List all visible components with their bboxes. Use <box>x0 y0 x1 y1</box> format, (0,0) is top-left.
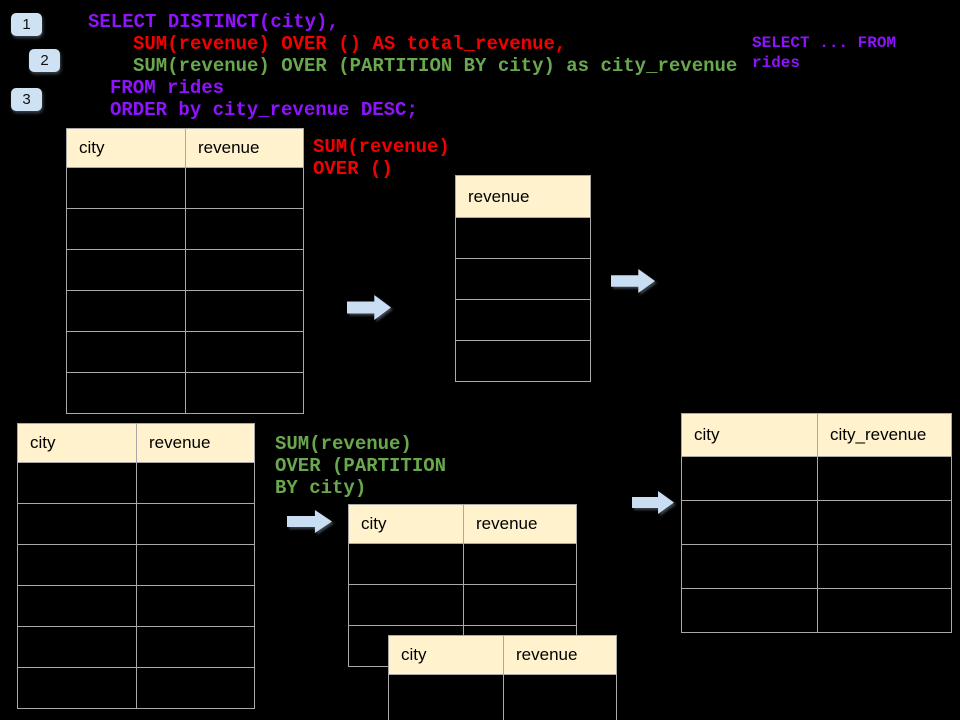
empty-cell <box>136 503 255 545</box>
empty-cell <box>185 249 304 291</box>
empty-cell <box>66 208 186 250</box>
table-row <box>66 167 304 209</box>
arrow-right-icon <box>347 295 391 320</box>
table-total-revenue-result: revenue <box>455 175 591 382</box>
table-row <box>681 500 952 545</box>
empty-cell <box>681 544 818 589</box>
empty-cell <box>185 290 304 332</box>
sql-line-order-by: ORDER by city_revenue DESC; <box>110 99 418 121</box>
table-row <box>17 585 255 627</box>
table-row <box>348 543 577 585</box>
empty-cell <box>463 584 577 626</box>
empty-cell <box>66 372 186 414</box>
step-3-badge: 3 <box>11 88 42 111</box>
arrow-right-icon <box>611 269 655 293</box>
column-header-city: city <box>17 423 137 463</box>
table-row <box>17 462 255 504</box>
table-row <box>66 331 304 373</box>
empty-cell <box>817 544 952 589</box>
sql-line-select: SELECT DISTINCT(city), <box>88 11 339 33</box>
column-header-city: city <box>388 635 504 675</box>
table-row <box>348 584 577 626</box>
table-partition-overlay: city revenue <box>388 635 617 720</box>
table-row <box>681 456 952 501</box>
empty-cell <box>185 372 304 414</box>
empty-cell <box>66 331 186 373</box>
table-row <box>455 299 591 341</box>
table-row <box>17 667 255 709</box>
table-row <box>388 674 617 720</box>
empty-cell <box>185 208 304 250</box>
table-row <box>681 544 952 589</box>
empty-cell <box>136 462 255 504</box>
empty-cell <box>136 544 255 586</box>
empty-cell <box>348 543 464 585</box>
table-source-bottom: city revenue <box>17 423 255 709</box>
empty-cell <box>388 674 504 720</box>
empty-cell <box>136 667 255 709</box>
empty-cell <box>455 258 591 300</box>
column-header-city: city <box>348 504 464 544</box>
empty-cell <box>817 456 952 501</box>
table-row <box>455 258 591 300</box>
empty-cell <box>17 462 137 504</box>
column-header-revenue: revenue <box>136 423 255 463</box>
empty-cell <box>185 331 304 373</box>
empty-cell <box>817 500 952 545</box>
table-row <box>66 290 304 332</box>
table-row <box>66 372 304 414</box>
total-window-annotation: SUM(revenue) OVER () <box>313 136 450 180</box>
empty-cell <box>66 167 186 209</box>
table-row <box>17 544 255 586</box>
empty-cell <box>185 167 304 209</box>
column-header-city: city <box>66 128 186 168</box>
empty-cell <box>17 585 137 627</box>
empty-cell <box>455 299 591 341</box>
empty-cell <box>503 674 617 720</box>
empty-cell <box>17 503 137 545</box>
sql-line-total-revenue: SUM(revenue) OVER () AS total_revenue, <box>133 33 567 55</box>
empty-cell <box>455 217 591 259</box>
empty-cell <box>681 500 818 545</box>
table-city-revenue-result: city city_revenue <box>681 413 952 633</box>
arrow-right-icon <box>632 491 674 514</box>
table-row <box>17 503 255 545</box>
table-row <box>455 217 591 259</box>
arrow-right-icon <box>287 510 332 533</box>
sql-line-from: FROM rides <box>110 77 225 99</box>
empty-cell <box>455 340 591 382</box>
column-header-city-revenue: city_revenue <box>817 413 952 457</box>
empty-cell <box>463 543 577 585</box>
sql-line-city-revenue: SUM(revenue) OVER (PARTITION BY city) as… <box>133 55 738 77</box>
column-header-city: city <box>681 413 818 457</box>
select-from-rides-annotation: SELECT ... FROM rides <box>752 34 897 72</box>
table-row <box>66 208 304 250</box>
empty-cell <box>66 290 186 332</box>
column-header-revenue: revenue <box>455 175 591 218</box>
table-source-top: city revenue <box>66 128 304 414</box>
column-header-revenue: revenue <box>185 128 304 168</box>
partition-window-annotation: SUM(revenue) OVER (PARTITION BY city) <box>275 433 447 499</box>
table-row <box>66 249 304 291</box>
empty-cell <box>17 626 137 668</box>
empty-cell <box>681 588 818 633</box>
table-partition-input: city revenue <box>348 504 577 667</box>
empty-cell <box>17 667 137 709</box>
step-1-badge: 1 <box>11 13 42 36</box>
empty-cell <box>136 585 255 627</box>
empty-cell <box>136 626 255 668</box>
step-2-badge: 2 <box>29 49 60 72</box>
empty-cell <box>348 584 464 626</box>
empty-cell <box>817 588 952 633</box>
table-row <box>681 588 952 633</box>
empty-cell <box>681 456 818 501</box>
table-row <box>455 340 591 382</box>
table-row <box>17 626 255 668</box>
column-header-revenue: revenue <box>463 504 577 544</box>
empty-cell <box>17 544 137 586</box>
column-header-revenue: revenue <box>503 635 617 675</box>
empty-cell <box>66 249 186 291</box>
